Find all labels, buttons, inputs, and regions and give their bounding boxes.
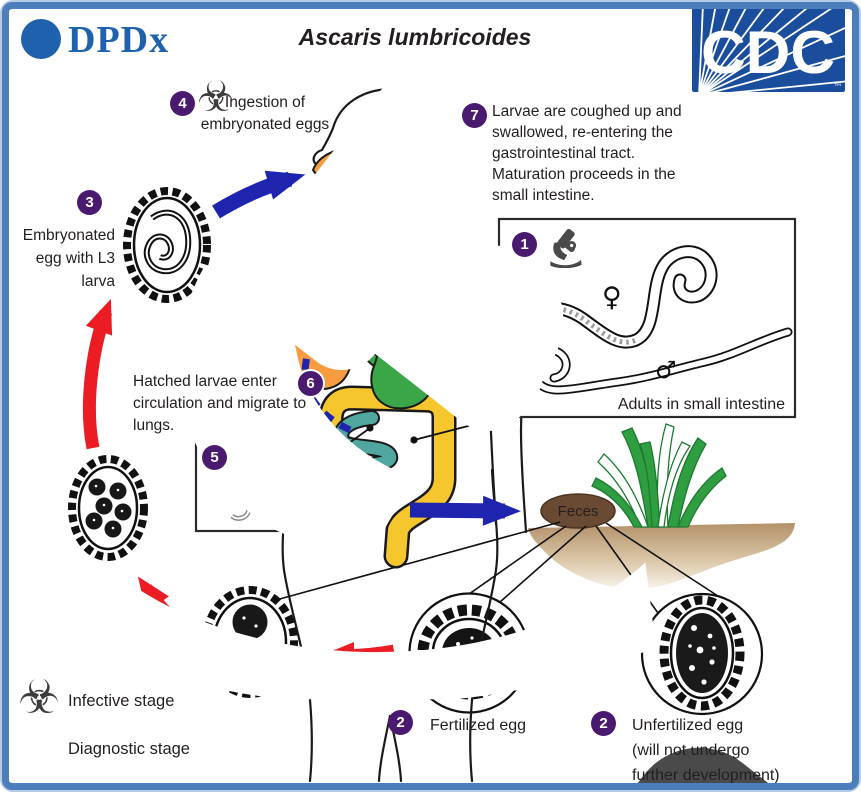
stage-2-fertilized-badge: 2 <box>388 710 413 735</box>
stage-7-badge: 7 <box>462 103 487 128</box>
female-symbol: ♀ <box>602 282 622 313</box>
svg-text:™: ™ <box>834 83 843 93</box>
unfertilized-egg-label: Unfertilized egg (will not undergo furth… <box>632 717 780 784</box>
morula-egg-illustration <box>68 455 148 561</box>
biohazard-icon: ☣ <box>197 72 235 121</box>
dpdx-logo-icon <box>21 19 656 704</box>
grass-illustration <box>591 423 727 528</box>
legend-diagnostic-label: Diagnostic stage <box>68 740 190 758</box>
stage-5-badge: 5 <box>202 445 227 470</box>
stage-7-label: Larvae are coughed up and swallowed, re-… <box>492 103 682 204</box>
feces-label: Feces <box>557 503 599 520</box>
embryonated-egg-illustration <box>123 187 211 303</box>
stage-6-label: Hatched larvae enter circulation and mig… <box>133 373 307 434</box>
fertilized-egg-label: Fertilized egg <box>430 717 527 734</box>
male-symbol: ♂ <box>655 356 677 384</box>
svg-text:CDC: CDC <box>701 19 835 86</box>
dpdx-logo: DPDx <box>64 18 169 62</box>
unfertilized-egg-illustration <box>640 592 764 716</box>
legend-infective-label: Infective stage <box>68 692 175 710</box>
soil-illustration <box>528 523 795 589</box>
stage-1-badge: 1 <box>512 232 537 257</box>
stage-3-badge: 3 <box>77 190 102 215</box>
stage-4-badge: 4 <box>170 91 195 116</box>
stage-6-badge: 6 <box>296 369 325 398</box>
stage-1-caption: Adults in small intestine <box>617 396 785 413</box>
stage-4-label: Ingestion of embryonated eggs <box>200 94 330 133</box>
biohazard-icon: ☣ <box>18 670 61 725</box>
stage-3-label: Embryonated egg with L3 larva <box>22 227 115 290</box>
stage-2-unfertilized-badge: 2 <box>591 711 616 736</box>
feces-illustration <box>540 493 616 529</box>
page-title: Ascaris lumbricoides <box>298 24 532 50</box>
cdc-logo: CDC ™ <box>692 8 845 93</box>
dpdx-logo-text: DPDx <box>68 19 170 61</box>
